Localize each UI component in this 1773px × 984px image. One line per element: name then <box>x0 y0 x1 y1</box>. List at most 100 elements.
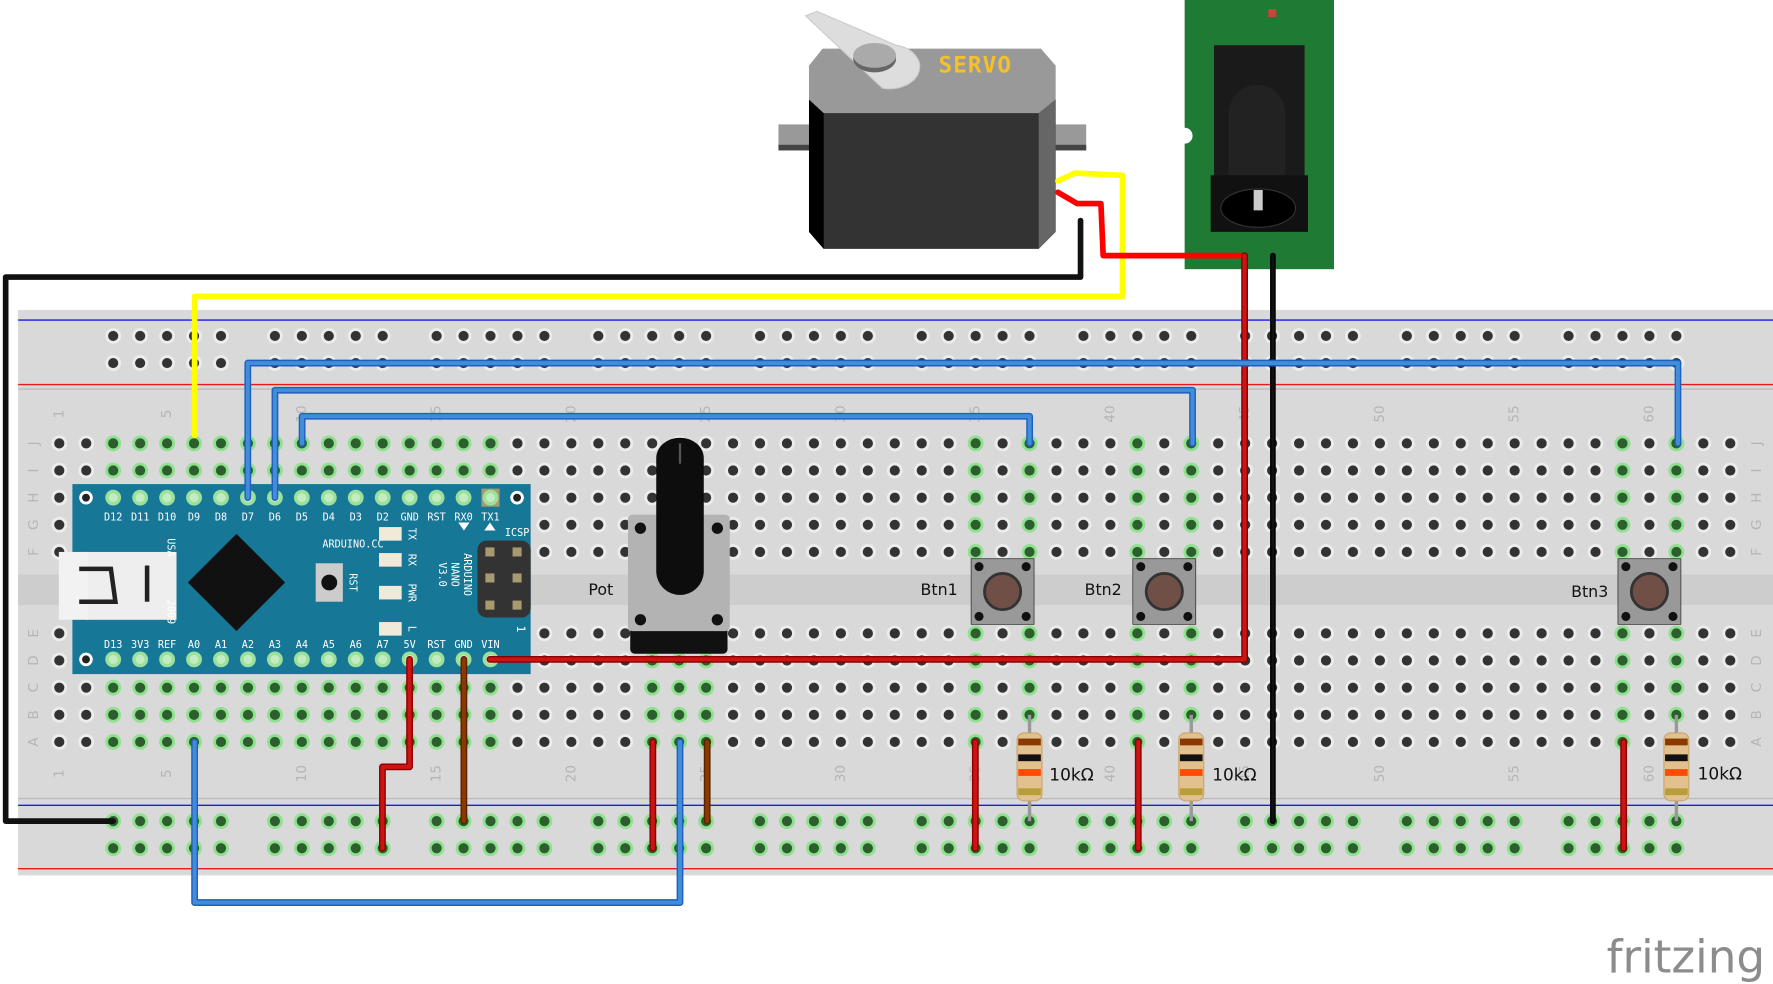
breadboard-hole[interactable] <box>1536 492 1547 503</box>
breadboard-hole[interactable] <box>1240 843 1251 854</box>
resistor-1[interactable] <box>1016 714 1043 822</box>
breadboard-hole[interactable] <box>1374 519 1385 530</box>
breadboard-hole[interactable] <box>296 330 307 342</box>
breadboard-hole[interactable] <box>296 816 307 827</box>
breadboard-hole[interactable] <box>593 709 604 720</box>
breadboard-hole[interactable] <box>323 816 334 827</box>
breadboard-hole[interactable] <box>1401 655 1412 666</box>
breadboard-hole[interactable] <box>1428 816 1439 827</box>
breadboard-hole[interactable] <box>943 843 954 854</box>
breadboard-hole[interactable] <box>1105 843 1116 854</box>
breadboard-hole[interactable] <box>647 330 658 342</box>
breadboard-hole[interactable] <box>269 682 280 693</box>
breadboard-hole[interactable] <box>1509 546 1520 558</box>
breadboard-hole[interactable] <box>1320 709 1332 720</box>
breadboard-hole[interactable] <box>1078 682 1089 693</box>
breadboard-hole[interactable] <box>1401 465 1412 476</box>
breadboard-hole[interactable] <box>1374 628 1385 639</box>
breadboard-hole[interactable] <box>943 519 954 530</box>
breadboard-hole[interactable] <box>754 736 766 748</box>
breadboard-hole[interactable] <box>1455 546 1466 558</box>
breadboard-hole[interactable] <box>215 465 227 476</box>
breadboard-hole[interactable] <box>1563 519 1574 530</box>
breadboard-hole[interactable] <box>1105 519 1116 530</box>
breadboard-hole[interactable] <box>108 682 119 693</box>
breadboard-hole[interactable] <box>1455 465 1466 476</box>
breadboard-hole[interactable] <box>539 492 550 503</box>
breadboard-hole[interactable] <box>1024 492 1035 503</box>
breadboard-hole[interactable] <box>1105 709 1116 720</box>
breadboard-hole[interactable] <box>1105 438 1116 449</box>
d6-wire[interactable] <box>271 386 1196 502</box>
breadboard-hole[interactable] <box>1698 465 1709 476</box>
breadboard-hole[interactable] <box>1644 655 1655 666</box>
breadboard-hole[interactable] <box>1563 438 1574 449</box>
breadboard-hole[interactable] <box>754 438 766 449</box>
breadboard-hole[interactable] <box>135 816 146 827</box>
breadboard-hole[interactable] <box>835 843 846 854</box>
breadboard-hole[interactable] <box>1482 655 1493 666</box>
breadboard-hole[interactable] <box>1240 709 1251 720</box>
breadboard-hole[interactable] <box>162 438 173 449</box>
breadboard-hole[interactable] <box>781 438 793 449</box>
breadboard-hole[interactable] <box>1374 546 1385 558</box>
breadboard-hole[interactable] <box>862 628 873 639</box>
button-cap[interactable] <box>1144 572 1184 612</box>
breadboard-hole[interactable] <box>1347 546 1359 558</box>
breadboard-hole[interactable] <box>215 357 227 369</box>
breadboard-hole[interactable] <box>1590 546 1601 558</box>
breadboard-hole[interactable] <box>323 682 334 693</box>
breadboard-hole[interactable] <box>1482 492 1493 503</box>
breadboard-hole[interactable] <box>727 519 739 530</box>
breadboard-hole[interactable] <box>1078 628 1089 639</box>
breadboard-hole[interactable] <box>1428 709 1439 720</box>
breadboard-hole[interactable] <box>781 628 793 639</box>
breadboard-hole[interactable] <box>566 519 577 530</box>
breadboard-hole[interactable] <box>1347 492 1359 503</box>
breadboard-hole[interactable] <box>404 438 415 449</box>
breadboard-hole[interactable] <box>1159 736 1170 748</box>
breadboard-hole[interactable] <box>162 816 173 827</box>
breadboard-hole[interactable] <box>81 438 92 449</box>
breadboard-hole[interactable] <box>512 438 523 449</box>
breadboard-hole[interactable] <box>1644 546 1655 558</box>
breadboard-hole[interactable] <box>1536 465 1547 476</box>
breadboard-hole[interactable] <box>1482 682 1493 693</box>
breadboard-hole[interactable] <box>727 736 739 748</box>
breadboard-hole[interactable] <box>808 519 820 530</box>
breadboard-hole[interactable] <box>1293 330 1305 342</box>
breadboard-hole[interactable] <box>1725 682 1736 693</box>
breadboard-hole[interactable] <box>1698 492 1709 503</box>
breadboard-hole[interactable] <box>108 736 119 748</box>
breadboard-hole[interactable] <box>1213 519 1224 530</box>
breadboard-hole[interactable] <box>539 519 550 530</box>
breadboard-hole[interactable] <box>808 816 820 827</box>
breadboard-hole[interactable] <box>1051 465 1062 476</box>
jack-power-wire[interactable] <box>486 252 1249 663</box>
breadboard-hole[interactable] <box>916 519 927 530</box>
breadboard-hole[interactable] <box>781 736 793 748</box>
breadboard-hole[interactable] <box>1186 628 1197 639</box>
breadboard-hole[interactable] <box>620 330 631 342</box>
breadboard-hole[interactable] <box>1455 655 1466 666</box>
breadboard-hole[interactable] <box>943 465 954 476</box>
breadboard-hole[interactable] <box>701 682 712 693</box>
breadboard-hole[interactable] <box>1563 843 1574 854</box>
breadboard-hole[interactable] <box>593 816 604 827</box>
breadboard-hole[interactable] <box>296 709 307 720</box>
breadboard-hole[interactable] <box>889 682 900 693</box>
breadboard-hole[interactable] <box>808 682 820 693</box>
breadboard-hole[interactable] <box>1347 655 1359 666</box>
breadboard-hole[interactable] <box>54 519 65 530</box>
breadboard-hole[interactable] <box>647 682 658 693</box>
breadboard-hole[interactable] <box>162 682 173 693</box>
breadboard-hole[interactable] <box>404 465 415 476</box>
breadboard-hole[interactable] <box>1698 546 1709 558</box>
breadboard-hole[interactable] <box>674 330 685 342</box>
breadboard-hole[interactable] <box>1671 843 1682 854</box>
breadboard-hole[interactable] <box>593 628 604 639</box>
breadboard-hole[interactable] <box>808 709 820 720</box>
breadboard-hole[interactable] <box>1213 438 1224 449</box>
breadboard-hole[interactable] <box>1293 519 1305 530</box>
breadboard-hole[interactable] <box>1401 519 1412 530</box>
